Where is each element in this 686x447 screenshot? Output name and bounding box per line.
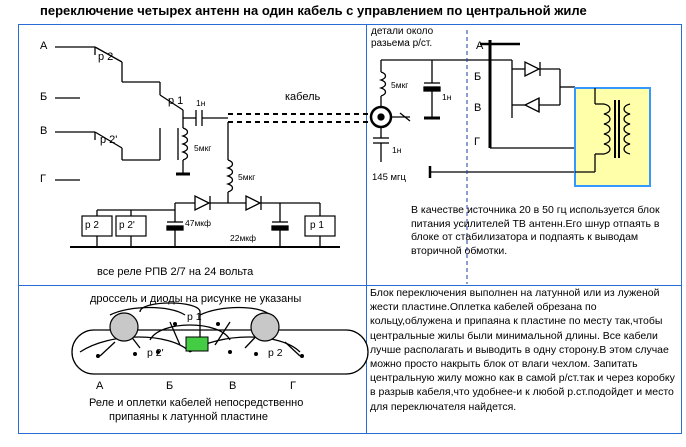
relay-box-label-p1: р 1: [310, 220, 324, 231]
layout-note-top: дроссель и диоды на рисунке не указаны: [90, 293, 302, 305]
layout-relay-p1: р 1: [187, 311, 202, 323]
layout-label-a: А: [96, 380, 104, 392]
layout-relay-p2prime: р 2': [147, 347, 164, 359]
connector-cap-small-label: 1н: [392, 145, 402, 155]
choke-left-label: 5мкг: [194, 143, 212, 153]
choke-connector: [378, 71, 387, 97]
center-pad: [185, 336, 209, 352]
choke-center: [225, 159, 234, 193]
cap-22-label: 22мкф: [230, 233, 257, 243]
frame-bottom: [18, 433, 682, 434]
relay-box-p2: [81, 215, 113, 237]
cap-1n-label: 1н: [196, 98, 206, 108]
assembly-note: Блок переключения выполнен на латунной и…: [370, 287, 675, 413]
layout-label-v: В: [229, 380, 237, 392]
frame-middle-horizontal: [18, 285, 682, 286]
relay-body-left: [109, 312, 139, 342]
relay-p2prime-contact: [94, 131, 123, 149]
transformer-secondary: [623, 103, 631, 155]
frame-left: [18, 24, 19, 434]
brass-plate: [71, 329, 369, 375]
transformer-primary: [603, 103, 611, 155]
cap-47-label: 47мкф: [185, 218, 212, 228]
connector-choke-label: 5мкг: [391, 80, 409, 90]
connector-caption-2: разьема р/ст.: [371, 38, 433, 49]
cap-47-plate-b: [166, 225, 184, 231]
frame-middle-vertical: [366, 24, 367, 434]
layout-relay-p2: р 2: [268, 347, 283, 359]
choke-left: [180, 127, 189, 161]
cable-loop-left: [109, 306, 186, 316]
relay-label-p1: р 1: [168, 95, 184, 107]
layout-label-b: Б: [166, 380, 174, 392]
cap-22-plate-b: [271, 225, 289, 231]
relay-box-label-p2prime: р 2': [119, 220, 135, 231]
freq-label: 145 мгц: [372, 172, 406, 183]
layout-label-g: Г: [290, 380, 296, 392]
connector-label-a: А: [476, 40, 484, 52]
antenna-label-a: А: [40, 40, 48, 52]
frame-right: [681, 24, 682, 434]
antenna-label-g: Г: [40, 173, 46, 185]
relay-p1-contact: [159, 94, 184, 111]
diode-connector-top: [524, 60, 541, 78]
choke-center-label: 5мкг: [238, 172, 256, 182]
connector-label-v: В: [474, 102, 482, 114]
page-title: переключение четырех антенн на один кабе…: [40, 3, 587, 18]
connector-label-b: Б: [474, 71, 482, 83]
diode-left: [194, 194, 211, 212]
frame-top: [18, 24, 682, 25]
layout-note-bottom-1: Реле и оплетки кабелей непосредственно: [89, 397, 304, 409]
transformer-box: [574, 87, 651, 187]
supply-note: В качестве источника 20 в 50 гц использу…: [411, 204, 660, 257]
relay-box-label-p2: р 2: [85, 220, 99, 231]
antenna-label-v: В: [40, 125, 48, 137]
connector-caption-1: детали около: [371, 26, 434, 37]
relay-box-p2prime: [115, 215, 147, 237]
connector-label-g: Г: [474, 136, 480, 148]
connector-cap-label: 1н: [442, 92, 452, 102]
diode-connector-bottom: [523, 96, 540, 114]
relay-label-p2: р 2: [98, 51, 114, 63]
layout-note-bottom-2: припаяны к латунной пластине: [109, 411, 268, 423]
cap-connector-plate-b: [423, 86, 441, 92]
relay-label-p2prime: р 2': [100, 134, 118, 146]
relay-box-p1: [304, 215, 336, 237]
antenna-label-b: Б: [40, 91, 48, 103]
relay-type-note: все реле РПВ 2/7 на 24 вольта: [97, 266, 254, 278]
cable-label: кабель: [285, 91, 321, 103]
relay-p2-contact: [94, 46, 123, 63]
diode-right: [245, 194, 262, 212]
relay-body-right: [250, 312, 280, 342]
